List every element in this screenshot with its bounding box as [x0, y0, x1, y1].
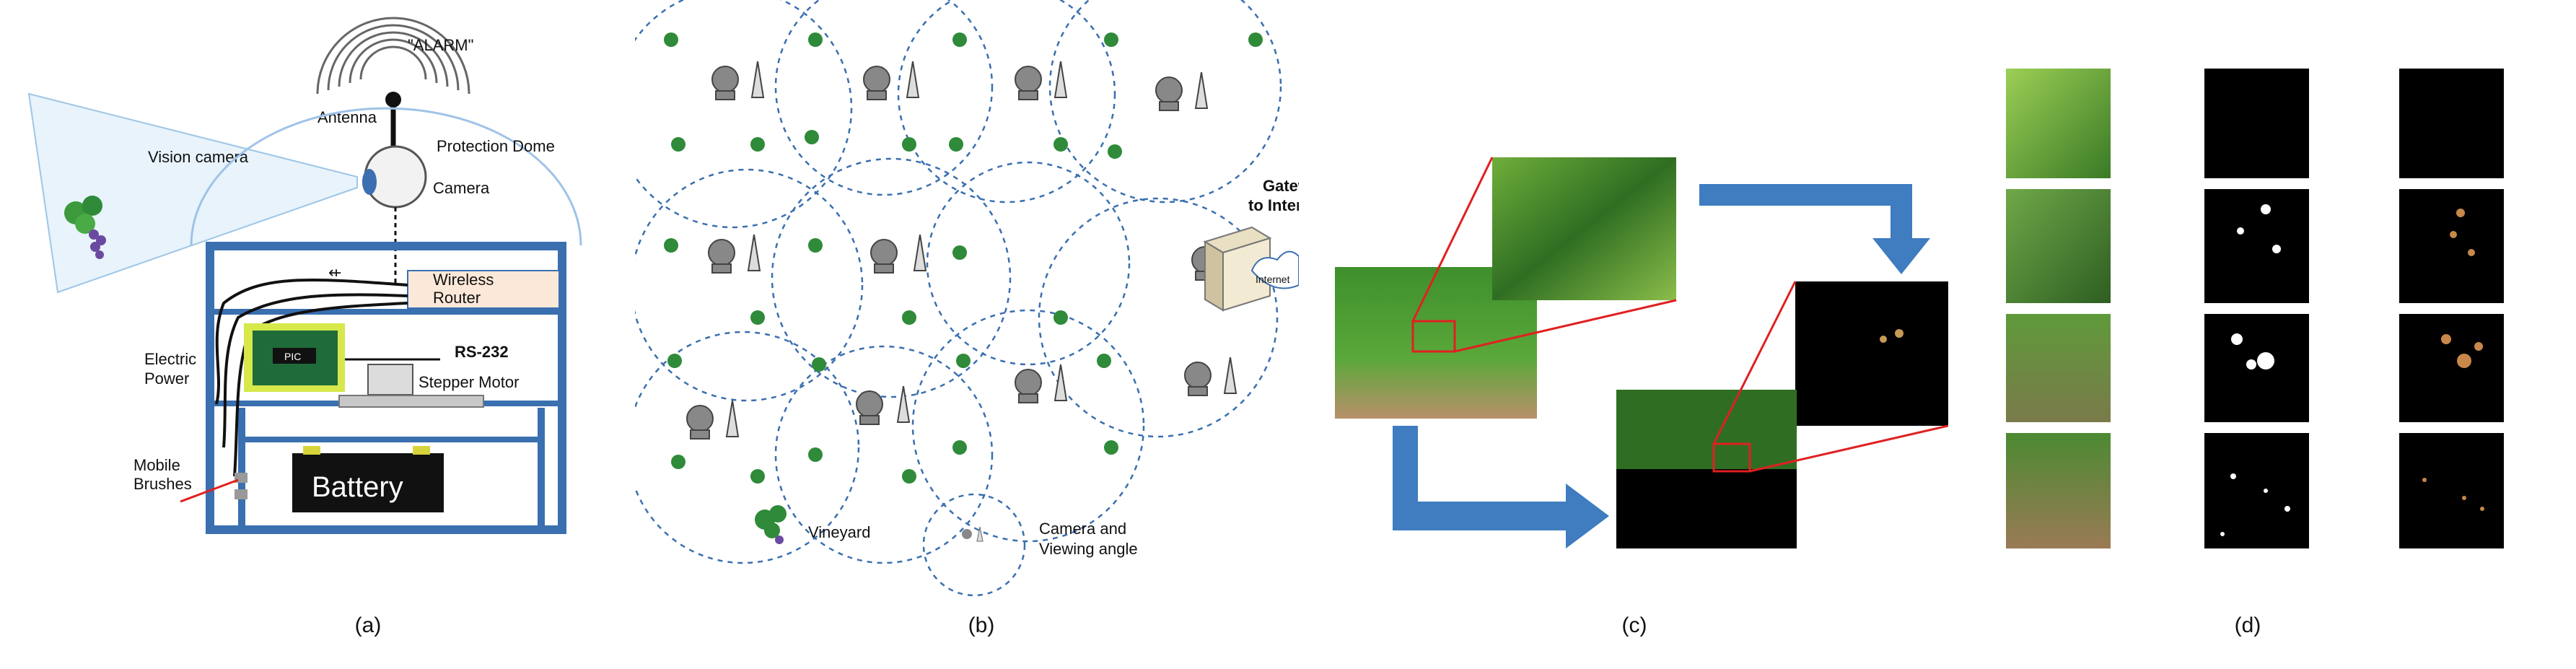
legend-camera-label-1: Camera and: [1039, 520, 1126, 538]
vision-camera-label: Vision camera: [148, 148, 249, 166]
overlay-blobs: [2422, 209, 2484, 511]
panel-b-network-diagram: Gateway to Internet Internet Vineyard Ca…: [612, 0, 1328, 665]
panel-a-hardware-diagram: "ALARM" Antenna Vision camera Protection…: [0, 0, 664, 665]
battery-box: [292, 453, 444, 512]
zoomed-photo: [1492, 157, 1676, 300]
arrow-down-right: [1393, 426, 1609, 548]
legend-vineyard-icon: [755, 505, 787, 544]
overlay-roi-box: [1712, 442, 1751, 473]
binary-mask-2: [2204, 189, 2309, 303]
binary-mask-1: [2204, 69, 2309, 178]
gateway-label-2: to Internet: [1248, 196, 1299, 214]
camera-icon: [711, 61, 765, 100]
protection-dome-label: Protection Dome: [437, 137, 555, 155]
stepper-gear-track: [338, 395, 484, 408]
stepper-motor-label: Stepper Motor: [419, 373, 519, 391]
gateway-server-icon: [1203, 226, 1272, 312]
battery-terminal-right: [413, 446, 430, 455]
legend-coverage-circle: [922, 493, 1026, 597]
pic-chip: [273, 348, 316, 364]
overlay-zoom-line-2: [1749, 424, 1949, 473]
alarm-label: "ALARM": [408, 36, 473, 54]
stepper-motor: [367, 364, 413, 395]
sample-photo-2: [2006, 189, 2111, 303]
gateway-label-1: Gateway: [1263, 177, 1299, 195]
protection-dome: [190, 107, 582, 246]
overlay-result-1: [2399, 69, 2504, 178]
brushes-pointer: [180, 478, 239, 503]
roi-box: [1411, 320, 1456, 353]
panel-c-detection-pipeline: (c): [1299, 0, 1990, 665]
zoom-line-2: [1454, 299, 1677, 353]
camera-icon: [856, 385, 911, 425]
legend-camera-icon: [962, 526, 983, 542]
camera-icon: [1015, 61, 1068, 100]
camera-icon: [708, 234, 761, 274]
camera-label: Camera: [433, 179, 490, 197]
wireless-router-label-2: Router: [433, 289, 481, 307]
caption-a: (a): [354, 613, 382, 637]
mobile-brushes-label-2: Brushes: [133, 475, 192, 493]
overlay-photo-mask-region: [1616, 469, 1797, 548]
overlay-result-3: [2399, 314, 2504, 422]
camera-icon: [1184, 357, 1237, 396]
internet-cloud: [1250, 250, 1300, 289]
grape-vine-icon: [64, 196, 106, 259]
brush-lower: [235, 489, 247, 499]
sample-photo-4: [2006, 433, 2111, 548]
sample-photo-1: [2006, 69, 2111, 178]
arrow-right-down: [1699, 184, 1930, 274]
mask-blobs: [2220, 204, 2290, 536]
sample-photo-3: [2006, 314, 2111, 422]
overlay-result-4: [2399, 433, 2504, 548]
pic-label: PIC: [284, 351, 301, 362]
internet-label: Internet: [1256, 274, 1290, 285]
usb-icon: ⇷: [328, 263, 341, 281]
mobile-brushes-label-1: Mobile: [133, 456, 180, 474]
rs232-label: RS-232: [455, 343, 509, 361]
detection-mask-photo: [1795, 281, 1990, 426]
electric-power-label-1: Electric: [144, 350, 196, 368]
legend-vineyard-label: Vineyard: [808, 523, 870, 541]
electric-power-label-2: Power: [144, 370, 189, 388]
vision-cone: [27, 92, 358, 294]
wireless-router-label-1: Wireless: [433, 271, 494, 289]
vine-clusters: [664, 32, 1263, 484]
battery-label: Battery: [312, 471, 403, 503]
caption-d: (d): [2234, 613, 2261, 637]
camera-icon: [1015, 364, 1068, 403]
binary-mask-4: [2204, 433, 2309, 548]
wireless-router-box: [407, 270, 560, 309]
antenna-tip: [385, 92, 401, 108]
battery-terminal-left: [303, 446, 320, 455]
caption-b: (b): [968, 613, 995, 637]
overlay-zoom-line-1: [1712, 281, 1797, 445]
camera-lens: [362, 169, 377, 195]
overlay-result-2: [2399, 189, 2504, 303]
panel-d-segmentation-grid: (d): [1948, 0, 2576, 665]
zoom-line-1: [1411, 157, 1494, 322]
camera-icon: [863, 61, 920, 100]
caption-c: (c): [1621, 613, 1647, 637]
legend-camera-label-2: Viewing angle: [1039, 540, 1138, 558]
radio-waves-icon: [316, 17, 470, 95]
binary-mask-3: [2204, 314, 2309, 422]
camera-icon: [686, 400, 740, 440]
camera-icon: [1155, 71, 1209, 111]
camera-icon: [870, 234, 927, 274]
coverage-circles: [612, 0, 1282, 564]
